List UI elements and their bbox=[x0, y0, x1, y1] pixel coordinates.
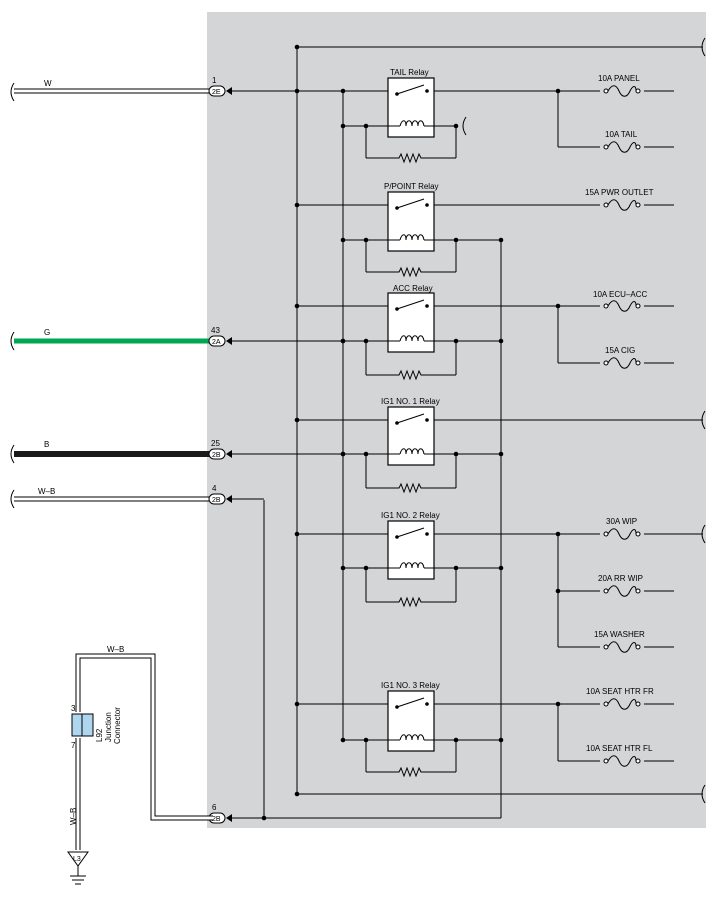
wire-label-g: G bbox=[44, 328, 50, 337]
connector-2b-25: 2B 25 bbox=[208, 439, 232, 460]
fuse-label-pwr-outlet: 15A PWR OUTLET bbox=[585, 188, 654, 197]
connector-code: 2E bbox=[212, 89, 221, 96]
fuse-7 bbox=[600, 641, 644, 653]
fuse-3 bbox=[600, 300, 644, 312]
fuse-6 bbox=[600, 585, 644, 597]
relay-0 bbox=[294, 77, 467, 164]
relay-1 bbox=[294, 191, 504, 278]
wire-b: B bbox=[10, 440, 207, 464]
relay-title-acc: ACC Relay bbox=[393, 284, 433, 293]
relay-title-ig1-3: IG1 NO. 3 Relay bbox=[381, 681, 440, 690]
bus-break-top bbox=[701, 37, 706, 57]
fuse-8 bbox=[600, 698, 644, 710]
connector-pin: 4 bbox=[212, 484, 217, 493]
junction-code: L92 bbox=[95, 728, 104, 742]
connector-pin: 25 bbox=[211, 439, 220, 448]
connector-pin: 6 bbox=[212, 803, 217, 812]
relay-title-ig1-1: IG1 NO. 1 Relay bbox=[381, 397, 440, 406]
connector-2e-1: 2E 1 bbox=[208, 76, 232, 97]
connector-2b-4: 2B 4 bbox=[208, 484, 232, 505]
wire-label-wb: W–B bbox=[38, 487, 55, 496]
relay-5 bbox=[294, 690, 504, 778]
connector-code: 2B bbox=[212, 497, 221, 504]
junction-wire-top: W–B bbox=[107, 645, 124, 654]
junction-dot bbox=[340, 451, 346, 457]
connector-pin: 43 bbox=[211, 326, 220, 335]
connector-2a-43: 2A 43 bbox=[208, 326, 232, 347]
fuse-5 bbox=[600, 528, 644, 540]
wire-g: G bbox=[10, 328, 207, 351]
junction-dot bbox=[340, 338, 346, 344]
fuse-2 bbox=[600, 199, 644, 211]
junction-dot bbox=[340, 88, 346, 94]
fuse-1 bbox=[600, 141, 644, 153]
fuse-label-ecu-acc: 10A ECU–ACC bbox=[593, 290, 647, 299]
fuse-0 bbox=[600, 85, 644, 97]
connector-code: 2A bbox=[212, 339, 221, 346]
fuse-label-rr-wip: 20A RR WIP bbox=[598, 574, 643, 583]
junction-wire-bottom: W–B bbox=[69, 808, 78, 825]
connector-code: 2B bbox=[212, 816, 221, 823]
junction-name-1: Junction bbox=[104, 712, 113, 742]
wire-wb: W–B bbox=[10, 487, 207, 509]
junction-connector-l92: 3 7 W–B W–B L92 Junction Connector bbox=[69, 645, 213, 850]
fuse-label-seat-htr-fr: 10A SEAT HTR FR bbox=[586, 687, 654, 696]
relay-title-ig1-2: IG1 NO. 2 Relay bbox=[381, 511, 440, 520]
relay-title-ppoint: P/POINT Relay bbox=[384, 182, 439, 191]
fuse-9 bbox=[600, 755, 644, 767]
junction-pin-bottom: 7 bbox=[71, 741, 76, 750]
fuse-label-seat-htr-fl: 10A SEAT HTR FL bbox=[586, 744, 653, 753]
connector-code: 2B bbox=[212, 452, 221, 459]
wire-label-b: B bbox=[44, 440, 49, 449]
fuse-4 bbox=[600, 357, 644, 369]
relay-4 bbox=[294, 520, 504, 608]
relay-2 bbox=[294, 292, 504, 381]
fuse-label-tail: 10A TAIL bbox=[605, 130, 638, 139]
wire-w: W bbox=[10, 79, 207, 102]
fuse-label-wip: 30A WIP bbox=[606, 517, 637, 526]
ground-code: L3 bbox=[73, 856, 81, 863]
fuse-label-cig: 15A CIG bbox=[605, 346, 635, 355]
relay-title-tail: TAIL Relay bbox=[390, 68, 429, 77]
junction-name-2: Connector bbox=[113, 707, 122, 744]
bus-break-bottom bbox=[701, 784, 706, 804]
ground-l3: L3 bbox=[67, 851, 89, 885]
wire-label-w: W bbox=[44, 79, 52, 88]
junction-dot bbox=[294, 44, 300, 50]
fuse-label-washer: 15A WASHER bbox=[594, 630, 645, 639]
fuse-label-panel: 10A PANEL bbox=[598, 74, 640, 83]
connector-pin: 1 bbox=[212, 76, 217, 85]
junction-dot bbox=[294, 791, 300, 797]
junction-pin-top: 3 bbox=[71, 704, 76, 713]
